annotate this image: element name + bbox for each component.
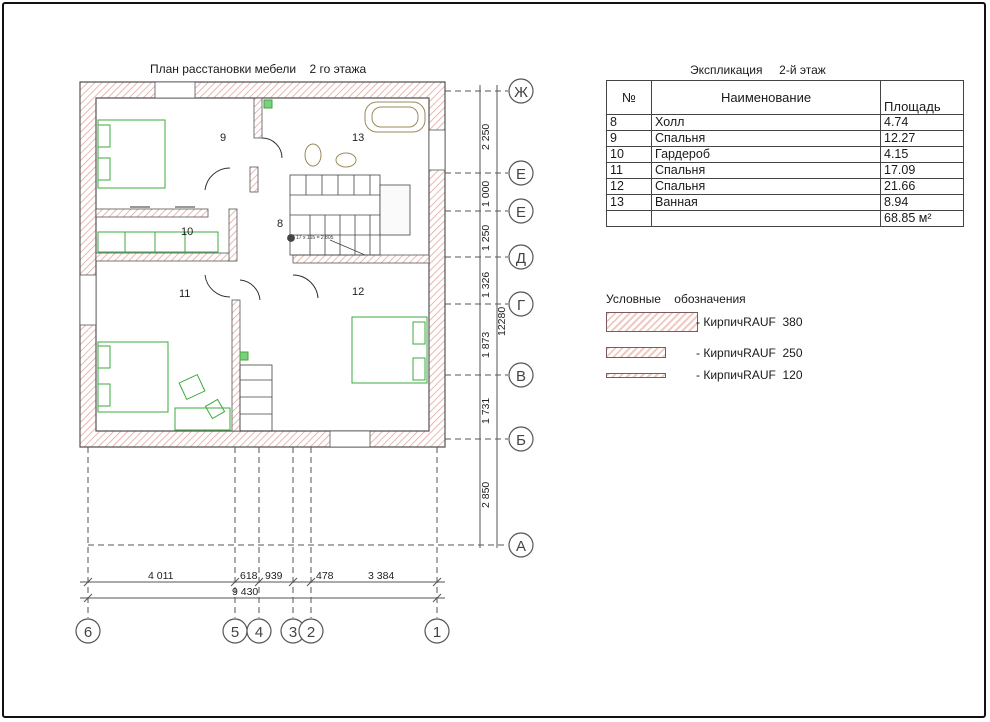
room-number: 12 (352, 286, 364, 298)
cell-no: 9 (606, 130, 652, 147)
staircase (239, 174, 411, 432)
explication-title: Экспликация 2-й этаж (690, 63, 826, 77)
table-total-row: 68.85 м² (606, 210, 964, 227)
axis-label: Ж (514, 84, 528, 101)
axis-label: В (516, 368, 526, 385)
cell-name: Холл (651, 114, 881, 131)
bath-fixtures (304, 101, 426, 168)
axis-label: 2 (307, 624, 315, 641)
table-row: 11 Спальня 17.09 (606, 162, 964, 179)
dimension-label: 1 873 (480, 332, 492, 358)
cell-name: Спальня (651, 178, 881, 195)
table-header-row: № Наименование Площадь (606, 80, 964, 115)
axis-label: Б (516, 432, 526, 449)
dimension-label: 618 (240, 570, 258, 582)
cell-total-area: 68.85 м² (880, 210, 964, 227)
door-swings (130, 137, 319, 301)
dimension-line-right (479, 85, 498, 548)
room-number: 8 (277, 218, 283, 230)
axis-markers-bottom (75, 618, 450, 644)
axis-label: 1 (433, 624, 441, 641)
axis-label: Г (517, 297, 525, 314)
room-number: 13 (352, 132, 364, 144)
axis-label: 6 (84, 624, 92, 641)
plan-title: План расстановки мебели 2 го этажа (150, 62, 367, 76)
interior-walls (95, 97, 430, 432)
axis-markers-right (508, 78, 534, 558)
axis-label: Е (516, 204, 526, 221)
cell-name: Ванная (651, 194, 881, 211)
legend-label: - КирпичRAUF 120 (696, 368, 803, 382)
axis-label: А (516, 538, 526, 555)
dimension-label: 4 011 (148, 570, 174, 582)
dimension-label: 1 250 (480, 225, 492, 251)
legend-label: - КирпичRAUF 380 (696, 315, 803, 329)
dimension-label: 478 (316, 570, 334, 582)
table-row: 13 Ванная 8.94 (606, 194, 964, 211)
dimension-label: 1 326 (480, 272, 492, 298)
dimension-label: 2 850 (480, 482, 492, 508)
cell-area: 8.94 (880, 194, 964, 211)
legend-swatch-380 (606, 312, 698, 332)
axis-lines-vertical (87, 447, 438, 618)
cell-no: 10 (606, 146, 652, 163)
room-number: 9 (220, 132, 226, 144)
cell-name: Гардероб (651, 146, 881, 163)
dimension-label: 1 731 (480, 398, 492, 424)
cell-no: 11 (606, 162, 652, 179)
axis-label: Д (516, 250, 526, 267)
cell-name: Спальня (651, 162, 881, 179)
dimension-label: 2 250 (480, 124, 492, 150)
axis-label: Е (516, 166, 526, 183)
dimension-label: 3 384 (368, 570, 394, 582)
cell-area: 4.74 (880, 114, 964, 131)
column-header-name: Наименование (651, 80, 881, 115)
dimension-line-bottom (80, 577, 445, 603)
stair-note: 17 x 165 = 2 805 (296, 235, 334, 241)
legend-title: Условные обозначения (606, 292, 746, 306)
cell-no: 8 (606, 114, 652, 131)
dimension-label: 939 (265, 570, 283, 582)
cell-area: 12.27 (880, 130, 964, 147)
legend-swatch-250 (606, 347, 666, 358)
furniture (97, 99, 428, 431)
room-number: 10 (181, 226, 193, 238)
table-row: 12 Спальня 21.66 (606, 178, 964, 195)
cell-area: 4.15 (880, 146, 964, 163)
table-row: 9 Спальня 12.27 (606, 130, 964, 147)
table-row: 10 Гардероб 4.15 (606, 146, 964, 163)
cell-no: 12 (606, 178, 652, 195)
room-number: 11 (179, 288, 190, 300)
column-header-no: № (606, 80, 652, 115)
table-row: 8 Холл 4.74 (606, 114, 964, 131)
dimension-total: 9 430 (232, 586, 258, 598)
axis-label: 4 (255, 624, 263, 641)
legend-label: - КирпичRAUF 250 (696, 346, 803, 360)
cell-name: Спальня (651, 130, 881, 147)
cell-no: 13 (606, 194, 652, 211)
exterior-walls (79, 81, 446, 448)
dimension-total: 12280 (496, 307, 508, 336)
legend-swatch-120 (606, 373, 666, 378)
cell-area: 21.66 (880, 178, 964, 195)
explication-table: № Наименование Площадь 8 Холл 4.74 9 Спа… (606, 80, 964, 227)
cell-area: 17.09 (880, 162, 964, 179)
column-header-area: Площадь (880, 80, 964, 115)
axis-label: 5 (231, 624, 239, 641)
axis-label: 3 (289, 624, 297, 641)
dimension-label: 1 000 (480, 181, 492, 207)
